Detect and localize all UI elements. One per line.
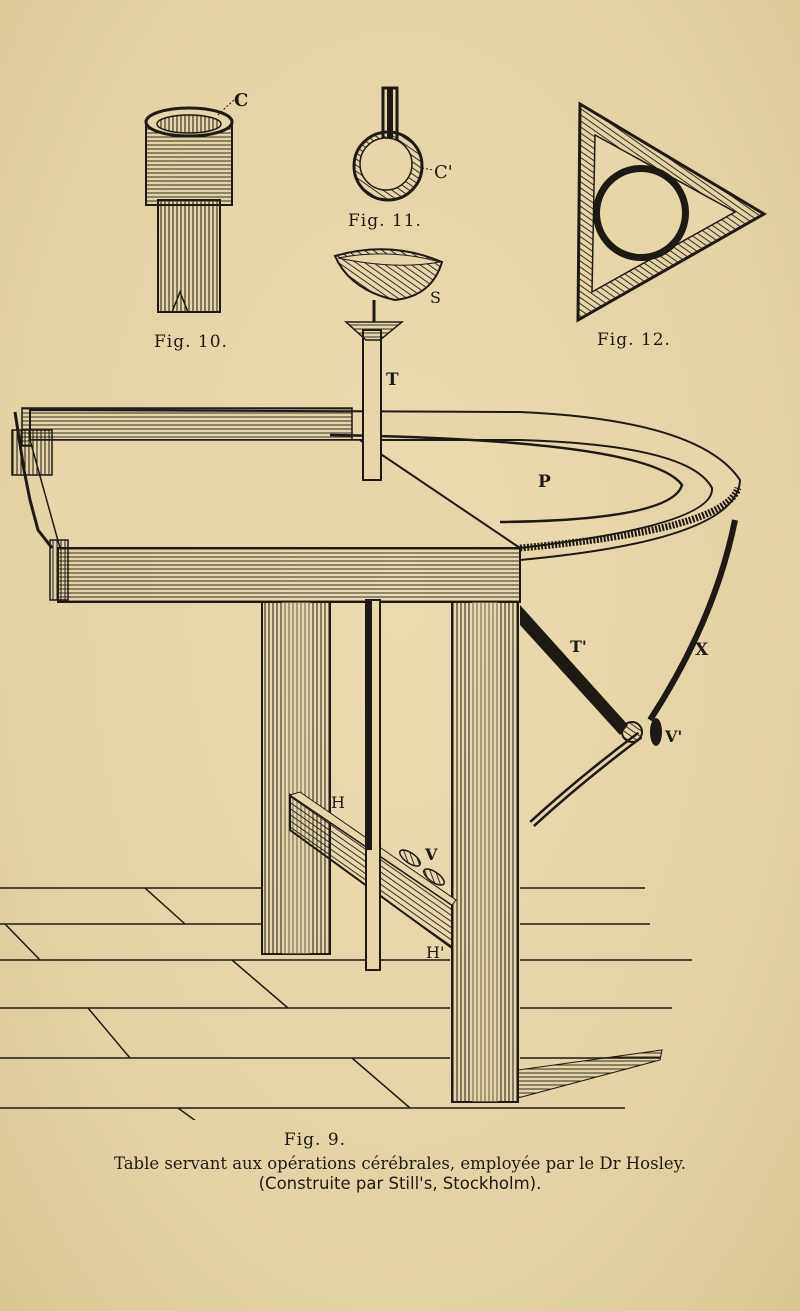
part-label-x: X (695, 640, 709, 660)
fig11-ring-holder (352, 86, 434, 202)
table-legs (261, 601, 663, 1103)
caption-line-1: Table servant aux opérations cérébrales,… (114, 1154, 686, 1173)
caption-line-2: (Construite par Still's, Stockholm). (258, 1174, 542, 1193)
part-label-s: S (430, 288, 441, 307)
central-support-rod (333, 248, 444, 971)
fig11-part-c-prime: C' (434, 162, 453, 183)
part-label-h: H (331, 793, 345, 812)
figure-caption: Fig. 9. Table servant aux opérations cér… (0, 1130, 800, 1194)
fig9-label: Fig. 9. (283, 1130, 347, 1150)
floor-boards (0, 887, 692, 1120)
part-label-t-prime: T' (570, 637, 587, 656)
wing-screw-v (399, 849, 445, 886)
fig12-triangle-frame (576, 101, 767, 323)
fig10-part-c: C (234, 90, 248, 111)
side-arm-support (520, 519, 738, 827)
table-top-slab (11, 407, 523, 603)
part-label-t: T (386, 370, 399, 390)
part-label-v: V (424, 845, 438, 864)
fig10-label: Fig. 10. (154, 332, 228, 352)
part-label-p: P (538, 472, 551, 492)
fig12-label: Fig. 12. (597, 330, 671, 350)
engraving-illustration: C Fig. 10. C' Fig. 11. Fig. 12. (0, 86, 767, 1120)
part-label-v-prime: V' (664, 727, 682, 746)
fig11-label: Fig. 11. (348, 211, 422, 231)
fig10-cylinder (144, 99, 235, 313)
part-label-h-prime: H' (426, 943, 444, 962)
